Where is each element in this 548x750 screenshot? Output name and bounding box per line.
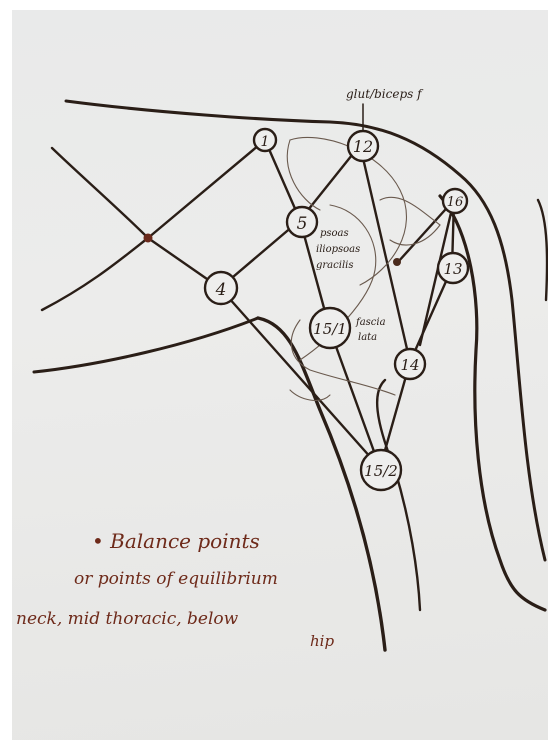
inner-leg-line xyxy=(377,380,420,610)
note-points-equilibrium: or points of equilibrium xyxy=(74,569,278,589)
node-16-label: 16 xyxy=(447,195,464,210)
node-13: 13 xyxy=(438,253,468,283)
annotation-gracilis: gracilis xyxy=(316,260,353,271)
node-5: 5 xyxy=(287,207,317,237)
note-neck-thoracic: neck, mid thoracic, below xyxy=(16,609,239,629)
node-1: 1 xyxy=(254,129,276,151)
node-12: 12 xyxy=(348,131,378,161)
annotation-glut-biceps: glut/biceps f xyxy=(346,87,424,101)
annotation-lata: lata xyxy=(358,332,377,343)
node-16: 16 xyxy=(443,189,467,213)
balance-point-hip xyxy=(393,258,401,266)
tail-edge xyxy=(538,200,547,300)
node-15-1: 15/1 xyxy=(310,308,350,348)
balance-point-neck xyxy=(144,234,153,243)
note-balance-points: • Balance points xyxy=(92,529,260,553)
note-hip: hip xyxy=(310,632,334,650)
node-14: 14 xyxy=(395,349,425,379)
node-15-1-label: 15/1 xyxy=(313,320,347,338)
back-outline xyxy=(66,101,545,560)
upper-neck-line xyxy=(52,148,148,238)
lower-neck-line xyxy=(42,238,148,310)
annotation-fascia: fascia xyxy=(355,317,386,328)
node-14-label: 14 xyxy=(400,356,419,374)
connection-lines xyxy=(148,140,454,468)
annotation-iliopsoas: iliopsoas xyxy=(316,244,360,255)
node-4: 4 xyxy=(205,272,237,304)
node-4-label: 4 xyxy=(215,280,227,300)
node-12-label: 12 xyxy=(353,137,373,156)
chest-outline xyxy=(34,318,258,372)
node-13-label: 13 xyxy=(443,260,462,278)
node-15-2-label: 15/2 xyxy=(364,462,398,480)
node-5-label: 5 xyxy=(297,214,308,234)
node-1-label: 1 xyxy=(261,134,270,150)
node-15-2: 15/2 xyxy=(361,450,401,490)
annotation-psoas: psoas xyxy=(320,228,349,239)
